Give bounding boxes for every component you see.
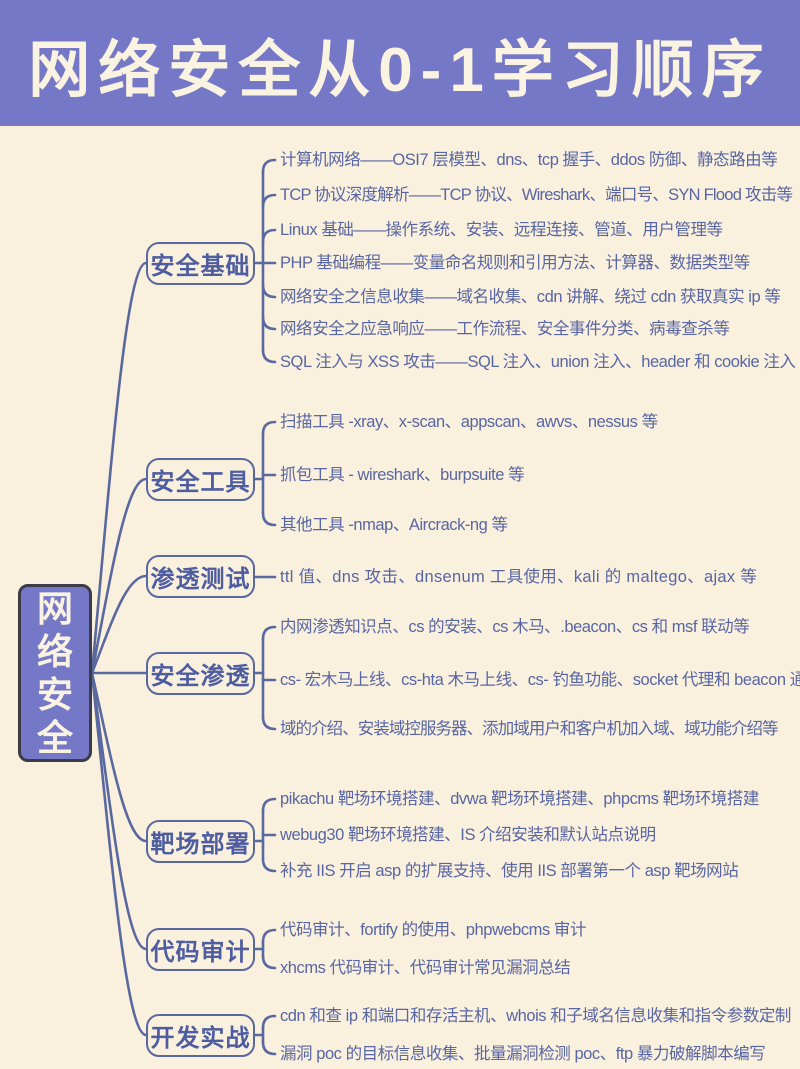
leaf-item: 网络安全之信息收集——域名收集、cdn 讲解、绕过 cdn 获取真实 ip 等	[280, 287, 781, 306]
root-node-char: 安	[36, 673, 73, 715]
leaf-item: cdn 和查 ip 和端口和存活主机、whois 和子域名信息收集和指令参数定制	[280, 1006, 791, 1025]
leaf-item: 抓包工具 - wireshark、burpsuite 等	[280, 465, 525, 484]
root-node-char: 络	[36, 630, 73, 672]
leaf-item: Linux 基础——操作系统、安装、远程连接、管道、用户管理等	[280, 220, 723, 239]
leaf-item: 域的介绍、安装域控服务器、添加域用户和客户机加入域、域功能介绍等	[280, 719, 779, 738]
title-banner: 网络安全从0-1学习顺序	[0, 0, 800, 126]
leaf-item: 内网渗透知识点、cs 的安装、cs 木马、.beacon、cs 和 msf 联动…	[280, 617, 750, 636]
leaf-item: 代码审计、fortify 的使用、phpwebcms 审计	[280, 920, 587, 939]
leaf-item: 补充 IIS 开启 asp 的扩展支持、使用 IIS 部署第一个 asp 靶场网…	[280, 861, 739, 880]
branch-node: 代码审计	[146, 927, 255, 971]
leaf-item: webug30 靶场环境搭建、IS 介绍安装和默认站点说明	[280, 825, 656, 844]
leaf-item: xhcms 代码审计、代码审计常见漏洞总结	[280, 958, 571, 977]
leaf-item: 其他工具 -nmap、Aircrack-ng 等	[280, 515, 508, 534]
branch-node: 开发实战	[146, 1013, 255, 1057]
root-node-char: 全	[36, 716, 73, 758]
poster-title: 网络安全从0-1学习顺序	[28, 36, 772, 105]
branch-node: 安全渗透	[146, 651, 255, 695]
leaf-item: pikachu 靶场环境搭建、dvwa 靶场环境搭建、phpcms 靶场环境搭建	[280, 789, 759, 808]
leaf-item: ttl 值、dns 攻击、dnsenum 工具使用、kali 的 maltego…	[280, 567, 758, 586]
leaf-item: 扫描工具 -xray、x-scan、appscan、awvs、nessus 等	[280, 412, 658, 431]
leaf-item: PHP 基础编程——变量命名规则和引用方法、计算器、数据类型等	[280, 253, 750, 272]
branch-node: 安全工具	[146, 457, 255, 501]
branch-node: 靶场部署	[146, 819, 255, 863]
root-node-char: 网	[36, 587, 73, 629]
root-node: 网络安全	[18, 584, 92, 762]
leaf-item: cs- 宏木马上线、cs-hta 木马上线、cs- 钓鱼功能、socket 代理…	[280, 670, 800, 689]
branch-node: 渗透测试	[146, 554, 255, 598]
leaf-item: 计算机网络——OSI7 层模型、dns、tcp 握手、ddos 防御、静态路由等	[280, 150, 778, 169]
root-node-label: 网络安全	[36, 587, 73, 758]
leaf-item: SQL 注入与 XSS 攻击——SQL 注入、union 注入、header 和…	[280, 352, 796, 371]
leaf-item: TCP 协议深度解析——TCP 协议、Wireshark、端口号、SYN Flo…	[280, 185, 793, 204]
branch-node: 安全基础	[146, 241, 255, 285]
leaf-item: 漏洞 poc 的目标信息收集、批量漏洞检测 poc、ftp 暴力破解脚本编写	[280, 1044, 766, 1063]
leaf-item: 网络安全之应急响应——工作流程、安全事件分类、病毒查杀等	[280, 319, 730, 338]
